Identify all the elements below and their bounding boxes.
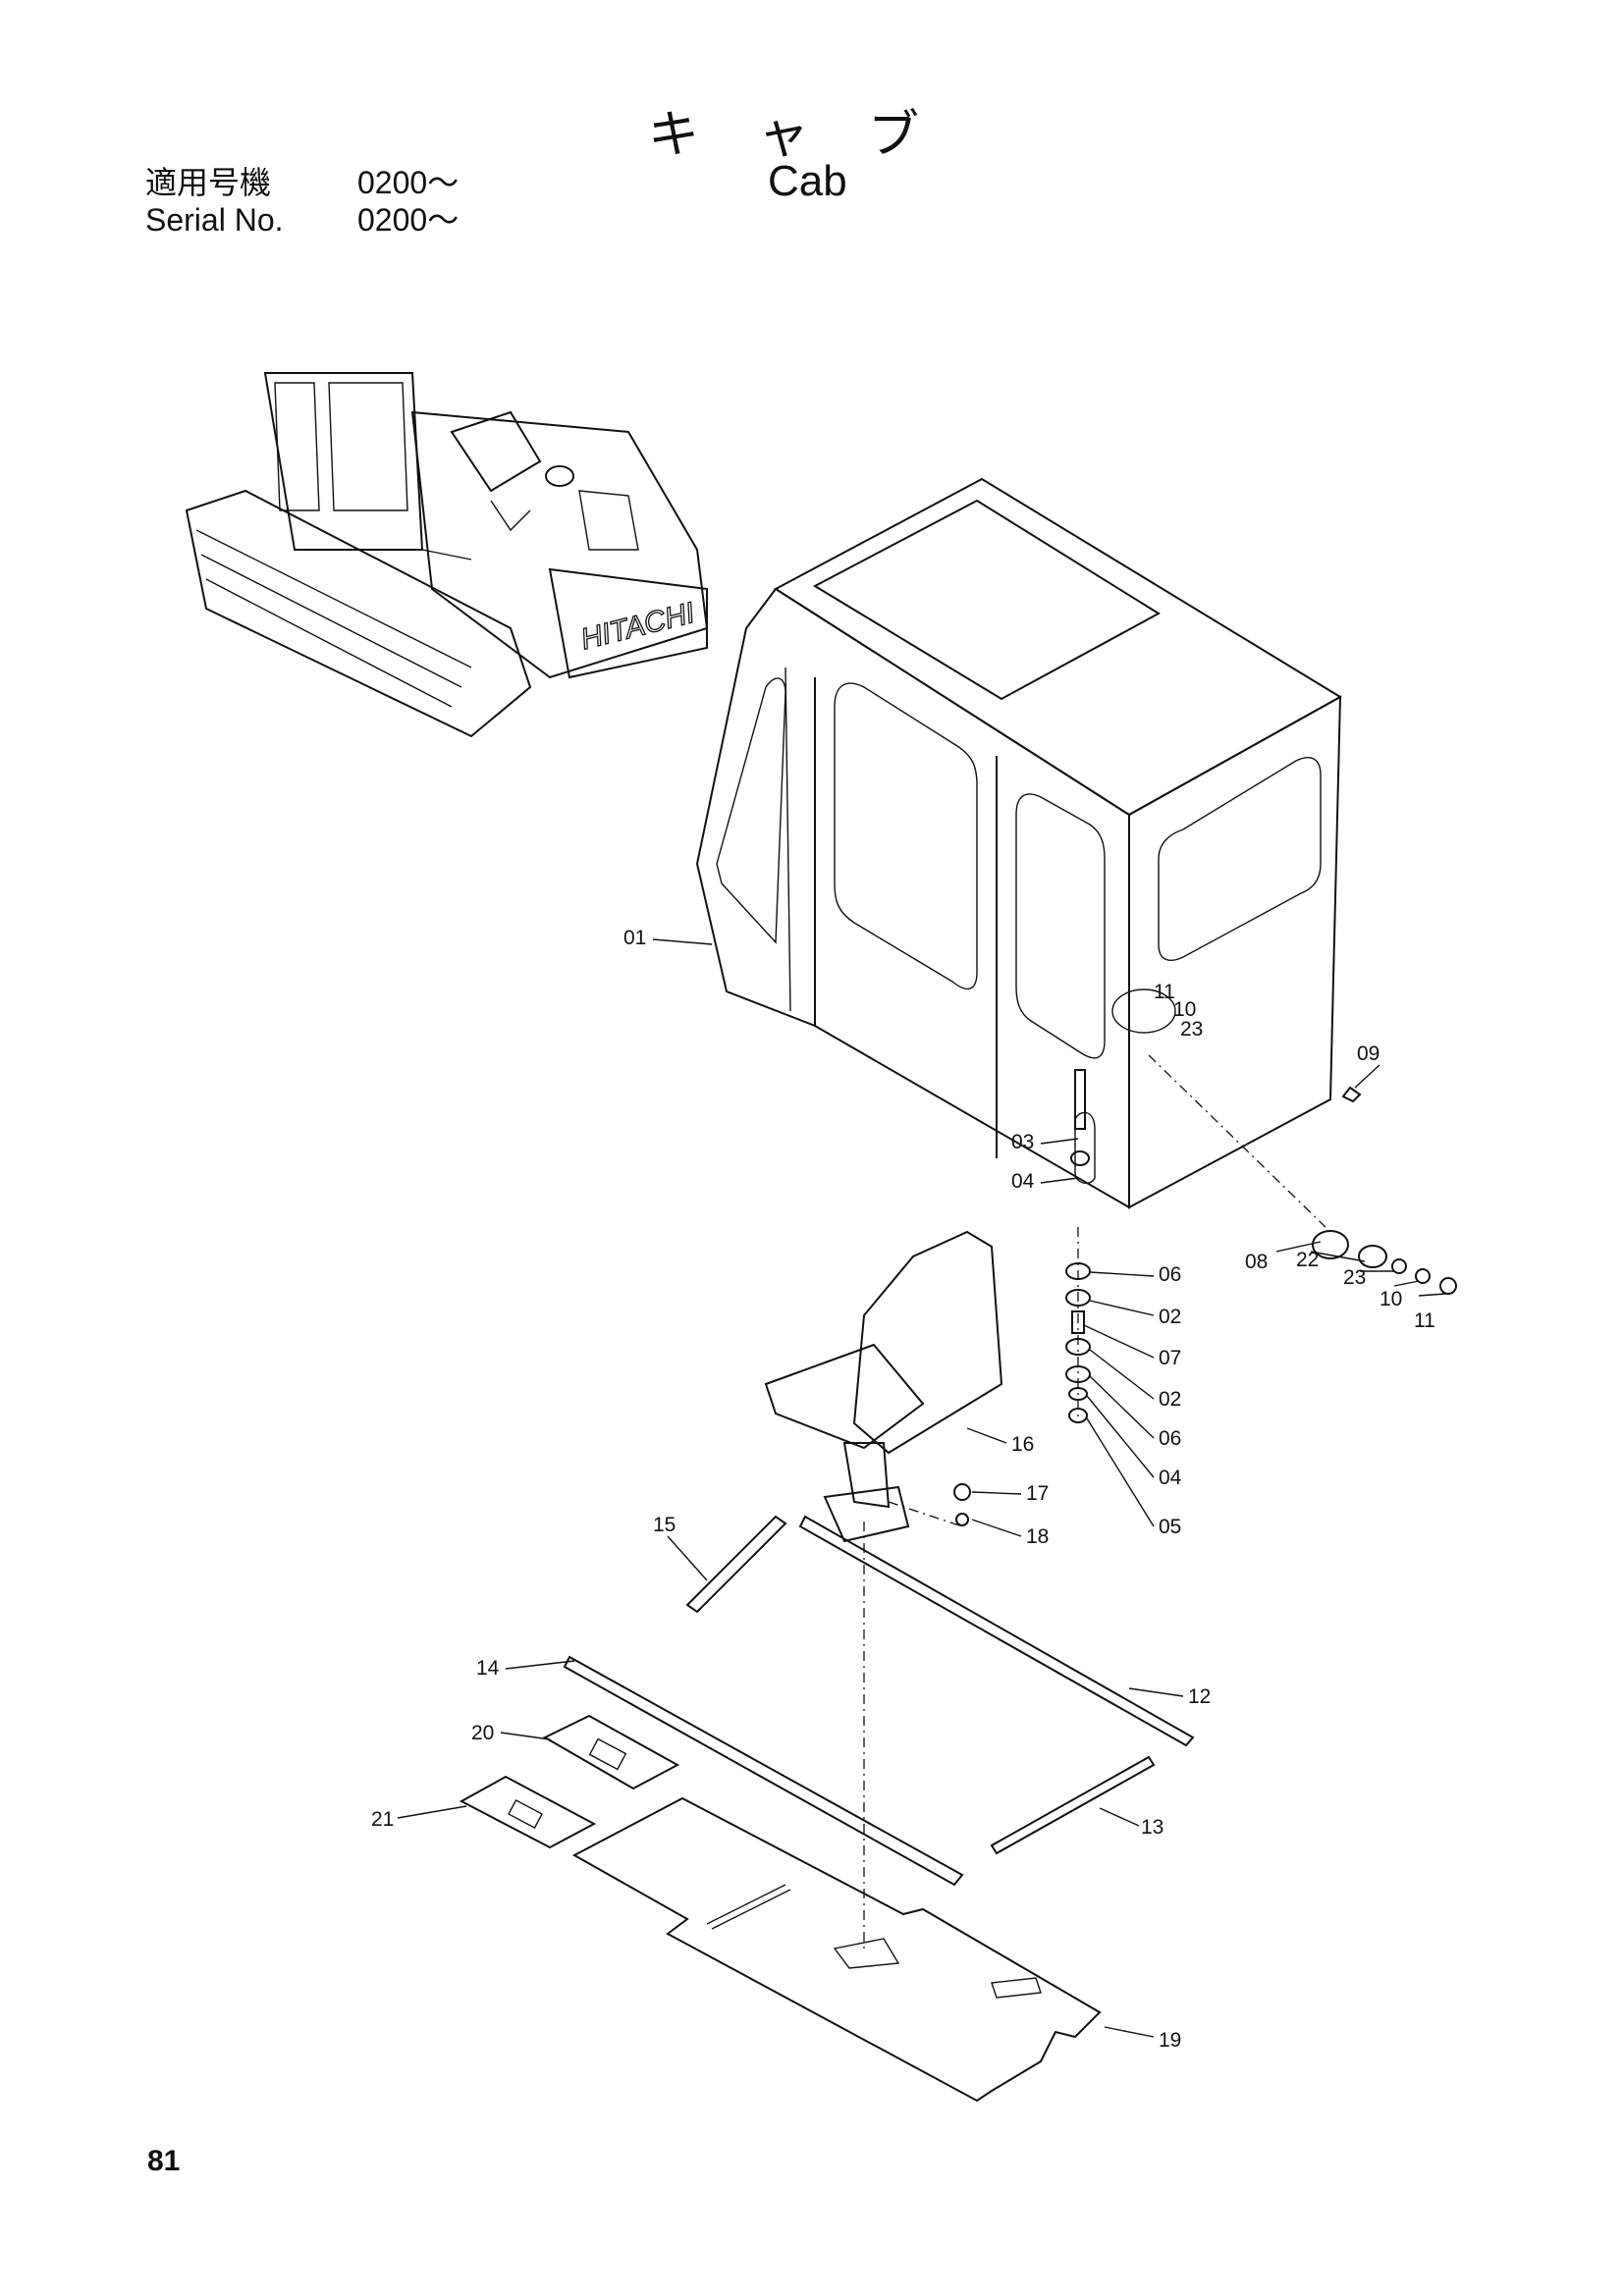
callout-21: 21: [371, 1808, 394, 1831]
callout-04-upper: 04: [1011, 1170, 1035, 1193]
callout-09: 09: [1357, 1042, 1380, 1065]
serial-en-value: 0200～: [357, 202, 460, 238]
callout-17: 17: [1026, 1482, 1049, 1505]
callout-06-lower: 06: [1159, 1427, 1181, 1450]
callout-12: 12: [1188, 1685, 1211, 1708]
callout-04-lower: 04: [1159, 1467, 1182, 1489]
page-number: 81: [147, 2145, 181, 2177]
serial-jp-value: 0200～: [357, 165, 460, 200]
callout-23-upper: 23: [1180, 1018, 1203, 1041]
floor-mats: [459, 1714, 1102, 2103]
callout-11-upper: 11: [1154, 981, 1175, 1003]
operator-seat: [764, 1230, 1003, 1543]
leader-lines: [397, 938, 1446, 2038]
callout-05: 05: [1159, 1516, 1181, 1538]
part-callouts: 01 03 04 11 10 23 09 08 22 23 10 11 06 0…: [371, 927, 1435, 2052]
callout-20: 20: [471, 1722, 494, 1744]
callout-01: 01: [623, 927, 646, 949]
callout-19: 19: [1159, 2029, 1181, 2052]
serial-jp-row: 適用号機 0200～: [145, 165, 459, 200]
serial-jp-label: 適用号機: [145, 165, 272, 200]
callout-08: 08: [1245, 1251, 1268, 1273]
callout-10-lower: 10: [1380, 1288, 1402, 1310]
page-title-english: Cab: [768, 157, 847, 205]
serial-en-row: Serial No. 0200～: [145, 202, 459, 238]
callout-22: 22: [1296, 1249, 1319, 1271]
callout-16: 16: [1011, 1433, 1034, 1456]
callout-02-upper: 02: [1159, 1306, 1181, 1328]
callout-02-lower: 02: [1159, 1388, 1181, 1411]
callout-03: 03: [1011, 1131, 1034, 1153]
floor-rails: [563, 1515, 1195, 1887]
cab-body: [695, 477, 1342, 1209]
brand-label: HITACHI: [577, 597, 697, 657]
excavator-illustration: HITACHI: [185, 372, 709, 738]
serial-en-label: Serial No.: [145, 202, 284, 238]
callout-18: 18: [1026, 1525, 1049, 1548]
callout-23-lower: 23: [1343, 1266, 1366, 1289]
callout-07: 07: [1159, 1347, 1181, 1369]
callout-14: 14: [476, 1657, 500, 1680]
callout-11-lower: 11: [1414, 1309, 1435, 1332]
assembly-centerline: [863, 1054, 1326, 1949]
callout-15: 15: [653, 1514, 676, 1536]
page-title-japanese: キャブ: [648, 106, 979, 165]
callout-06-upper: 06: [1159, 1263, 1181, 1286]
callout-10-upper: 10: [1173, 998, 1196, 1021]
callout-13: 13: [1141, 1816, 1163, 1839]
